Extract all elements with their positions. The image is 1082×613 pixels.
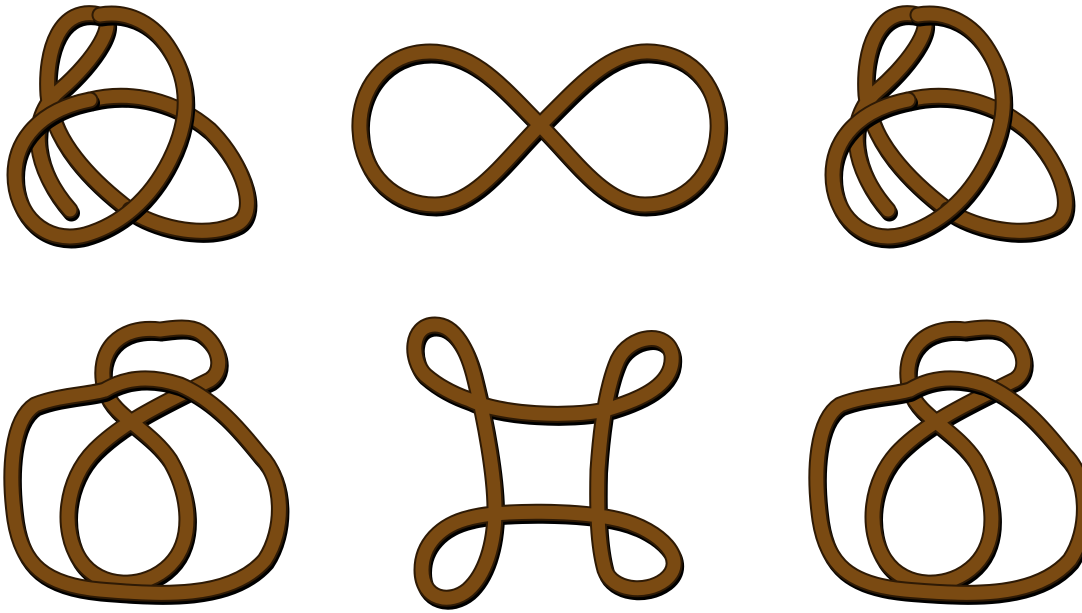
rope-outline [415,325,674,598]
rope-strand [360,52,718,205]
trefoil-knot-right [833,14,1067,240]
rope-strand [873,328,1024,583]
figure-eight-knot-right [817,328,1082,596]
figure-eight-knot-left [12,328,281,596]
rope-strand [68,328,219,583]
trefoil-knot-left [15,14,249,240]
unknot-four-loops [415,325,676,601]
rope-shadow [416,328,675,601]
rope-strand [415,325,674,598]
unknot-figure-eight-shape [360,52,720,208]
